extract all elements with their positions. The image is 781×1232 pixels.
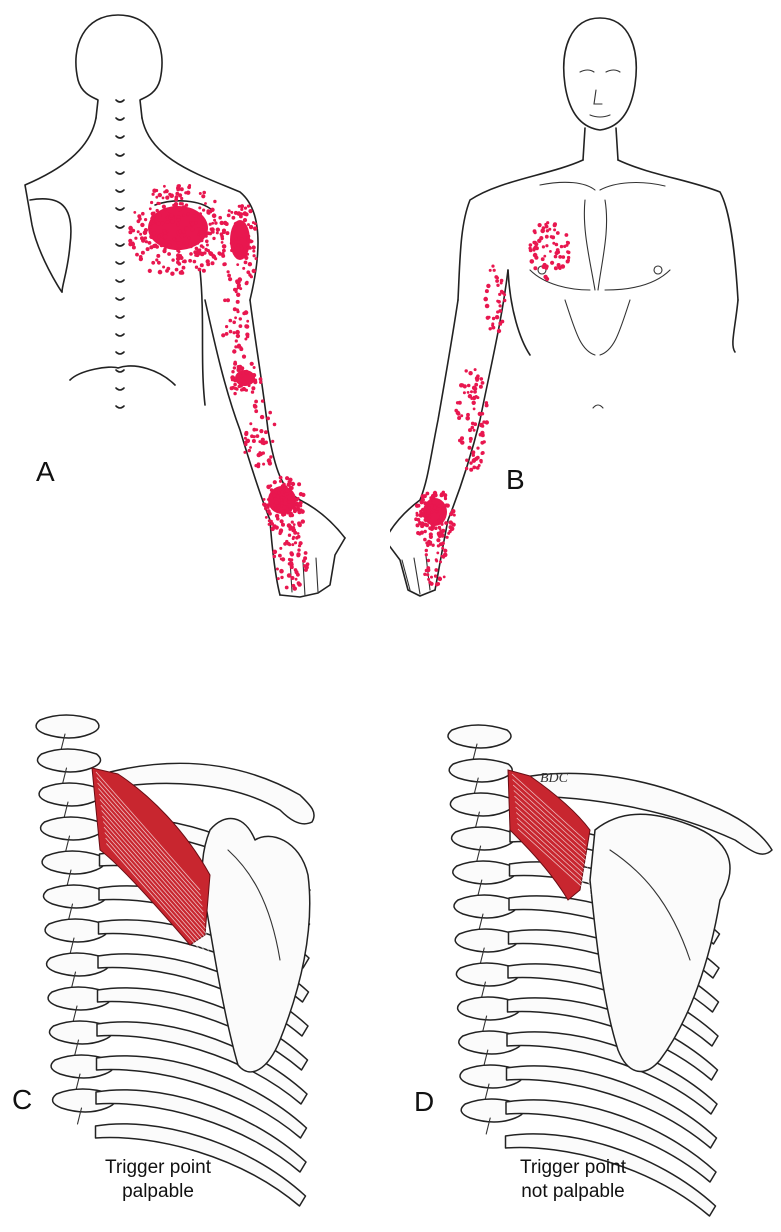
rhomboid-muscle-d	[507, 769, 591, 901]
caption-d-line-2: not palpable	[521, 1181, 625, 1202]
artist-signature: BDC	[540, 771, 569, 786]
rhomboid-illustration-d: BDC	[447, 724, 773, 1217]
vertebrae-c	[35, 714, 117, 1125]
rhomboid-muscle-c	[91, 767, 211, 946]
panel-label-a: A	[36, 456, 55, 487]
panel-label-c: C	[12, 1084, 33, 1115]
panel-b-front-view: B	[390, 0, 781, 620]
panel-a-back-view: A	[0, 0, 390, 620]
panel-c-skeleton: C Trigger point palpable	[0, 700, 390, 1232]
spine-marks	[115, 99, 125, 409]
caption-c-line-2: palpable	[122, 1181, 194, 1202]
panel-label-d: D	[414, 1086, 435, 1117]
vertebrae-d	[447, 724, 525, 1135]
front-figure-illustration	[390, 17, 739, 597]
back-figure-illustration	[24, 14, 346, 598]
caption-d-line-1: Trigger point	[520, 1157, 626, 1178]
caption-c-line-1: Trigger point	[105, 1157, 211, 1178]
caption-d: Trigger point not palpable	[463, 1156, 683, 1204]
panel-d-skeleton: BDC D Trigger point not palpable	[390, 700, 781, 1232]
caption-c: Trigger point palpable	[48, 1156, 268, 1204]
rhomboid-illustration-c	[35, 714, 315, 1207]
panel-label-b: B	[506, 464, 525, 495]
referred-pain-pattern-front	[414, 221, 571, 587]
referred-pain-pattern-back	[128, 184, 310, 591]
